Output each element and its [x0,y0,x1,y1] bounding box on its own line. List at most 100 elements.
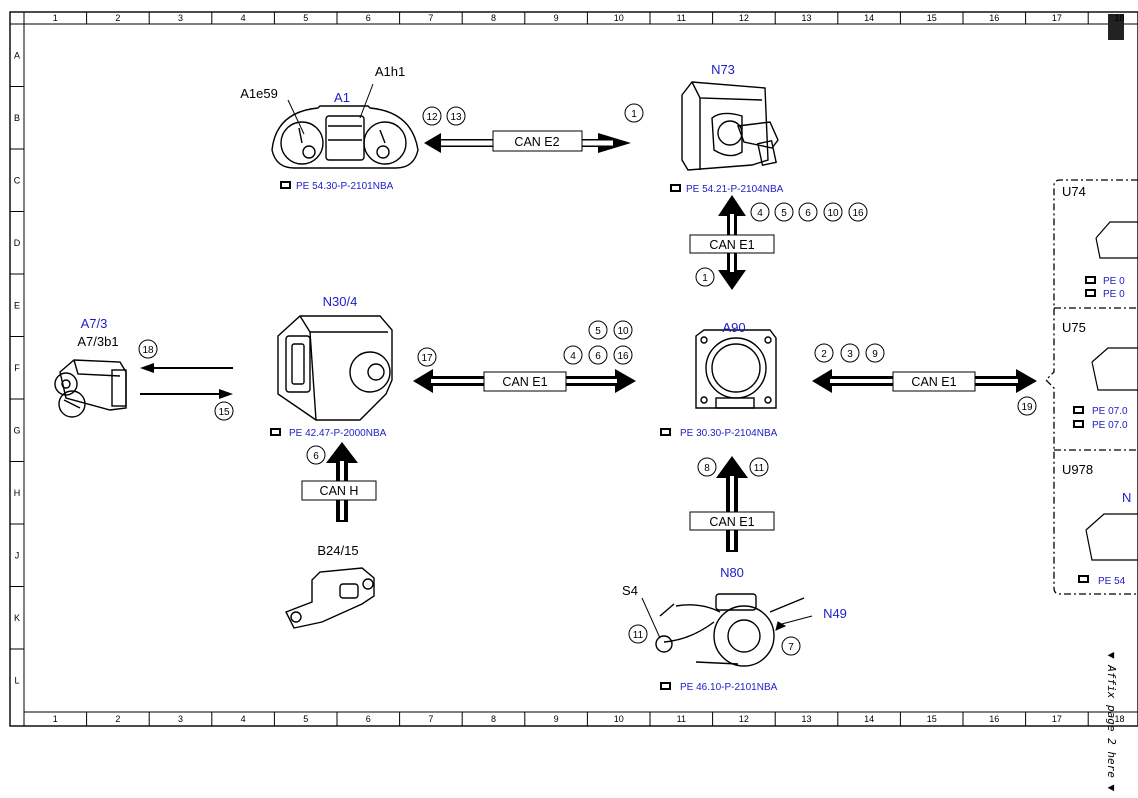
grid-column-label-8-top: 8 [491,13,496,23]
grid-column-label-16-top: 16 [989,13,999,23]
grid-column-label-9-bottom: 9 [554,714,559,724]
svg-text:6: 6 [595,351,601,362]
svg-text:1: 1 [702,273,708,284]
svg-text:12: 12 [426,112,438,123]
can-h-label: CAN H [320,484,359,498]
svg-text:PE 54: PE 54 [1098,576,1126,587]
svg-text:PE 30.30-P-2104NBA: PE 30.30-P-2104NBA [680,428,778,439]
callout-2: 2 [814,343,834,363]
yaw-sensor-drawing [285,567,375,629]
n73-reference[interactable]: PE 54.21-P-2104NBA [670,184,784,195]
grid-ticks [10,12,1089,726]
n80-reference[interactable]: PE 46.10-P-2101NBA [660,682,778,693]
callout-1-n73: 1 [695,267,715,287]
grid-column-label-17-bottom: 17 [1052,714,1062,724]
callout-13: 13 [446,106,466,126]
svg-text:10: 10 [827,208,839,219]
grid-row-label-F: F [14,363,20,373]
callout-19: 19 [1017,396,1037,416]
svg-text:2: 2 [821,349,827,360]
callout-16-n30: 16 [613,345,633,365]
a90-u75-can-e1-bus: CAN E1 [812,369,1037,393]
svg-text:16: 16 [852,208,864,219]
grid-column-label-1-bottom: 1 [53,714,58,724]
can-e1-label-n73: CAN E1 [709,238,754,252]
u978-n-label: N [1122,490,1131,505]
u74-reference-2[interactable]: PE 0 [1085,289,1125,300]
b24-15-label: B24/15 [317,543,358,558]
callout-4-n30: 4 [563,345,583,365]
grid-column-label-1-top: 1 [53,13,58,23]
ezs-rack-drawing [695,329,777,409]
n30-4-reference[interactable]: PE 42.47-P-2000NBA [270,428,387,439]
a1e59-label: A1e59 [240,86,278,101]
a90-reference[interactable]: PE 30.30-P-2104NBA [660,428,778,439]
svg-text:18: 18 [142,345,154,356]
esp-unit-drawing [277,315,393,421]
svg-text:16: 16 [617,351,629,362]
u-modules-panel [1045,179,1138,595]
grid-column-label-12-top: 12 [739,13,749,23]
a90-label: A90 [722,320,745,335]
grid-column-label-14-top: 14 [864,13,874,23]
u75-reference-1[interactable]: PE 07.0 [1073,406,1128,417]
n30-a90-can-e1-bus: CAN E1 [413,369,636,393]
a7-3b1-label: A7/3b1 [77,334,118,349]
svg-text:6: 6 [805,208,811,219]
drawing-frame [9,11,1138,727]
callout-9: 9 [865,343,885,363]
callout-3: 3 [840,343,860,363]
grid-column-label-6-top: 6 [366,13,371,23]
grid-column-label-6-bottom: 6 [366,714,371,724]
svg-text:11: 11 [754,463,765,474]
grid-column-label-15-bottom: 15 [927,714,937,724]
u74-label: U74 [1062,184,1086,199]
grid-row-label-L: L [14,675,19,685]
callout-15: 15 [214,401,234,421]
a7-3-label: A7/3 [81,316,108,331]
instrument-cluster-drawing [271,83,419,169]
grid-row-label-J: J [15,550,20,560]
grid-column-label-16-bottom: 16 [989,714,999,724]
n80-a90-can-e1-bus: CAN E1 [689,456,775,552]
grid-row-label-D: D [14,238,21,248]
svg-text:10: 10 [617,326,629,337]
svg-text:PE 0: PE 0 [1103,289,1125,300]
svg-text:13: 13 [450,112,462,123]
callout-7: 7 [781,636,801,656]
grid-column-label-11-top: 11 [677,13,686,23]
callout-11-a90: 11 [749,457,769,477]
grid-row-label-B: B [14,113,20,123]
grid-column-label-4-bottom: 4 [241,714,246,724]
grid-column-label-8-bottom: 8 [491,714,496,724]
u75-label: U75 [1062,320,1086,335]
grid-column-label-2-bottom: 2 [115,714,120,724]
can-e1-label-n30: CAN E1 [502,375,547,389]
svg-text:PE 46.10-P-2101NBA: PE 46.10-P-2101NBA [680,682,778,693]
grid-labels: 1122334455667788991010111112121313141415… [13,13,1124,724]
svg-text:PE 07.0: PE 07.0 [1092,420,1128,431]
u978-reference[interactable]: PE 54 [1078,575,1126,587]
leader-lines [641,597,813,639]
callout-1-can-e2: 1 [624,103,644,123]
grid-row-label-C: C [14,175,21,185]
can-e1-label-n80: CAN E1 [709,515,754,529]
grid-column-label-7-bottom: 7 [428,714,433,724]
svg-text:PE 0: PE 0 [1103,276,1125,287]
callout-10-n30: 10 [613,320,633,340]
n73-label: N73 [711,62,735,77]
svg-text:1: 1 [631,109,637,120]
u75-reference-2[interactable]: PE 07.0 [1073,420,1128,431]
n80-label: N80 [720,565,744,580]
callout-18: 18 [138,339,158,359]
key-module-drawing [54,359,127,418]
steering-column-module-drawing [655,593,805,667]
grid-row-label-A: A [14,50,20,60]
callout-17: 17 [417,347,437,367]
svg-text:6: 6 [313,451,319,462]
a1-reference[interactable]: PE 54.30-P-2101NBA [280,181,394,192]
u74-reference-1[interactable]: PE 0 [1085,276,1125,287]
grid-column-label-10-top: 10 [614,13,624,23]
grid-column-label-2-top: 2 [115,13,120,23]
